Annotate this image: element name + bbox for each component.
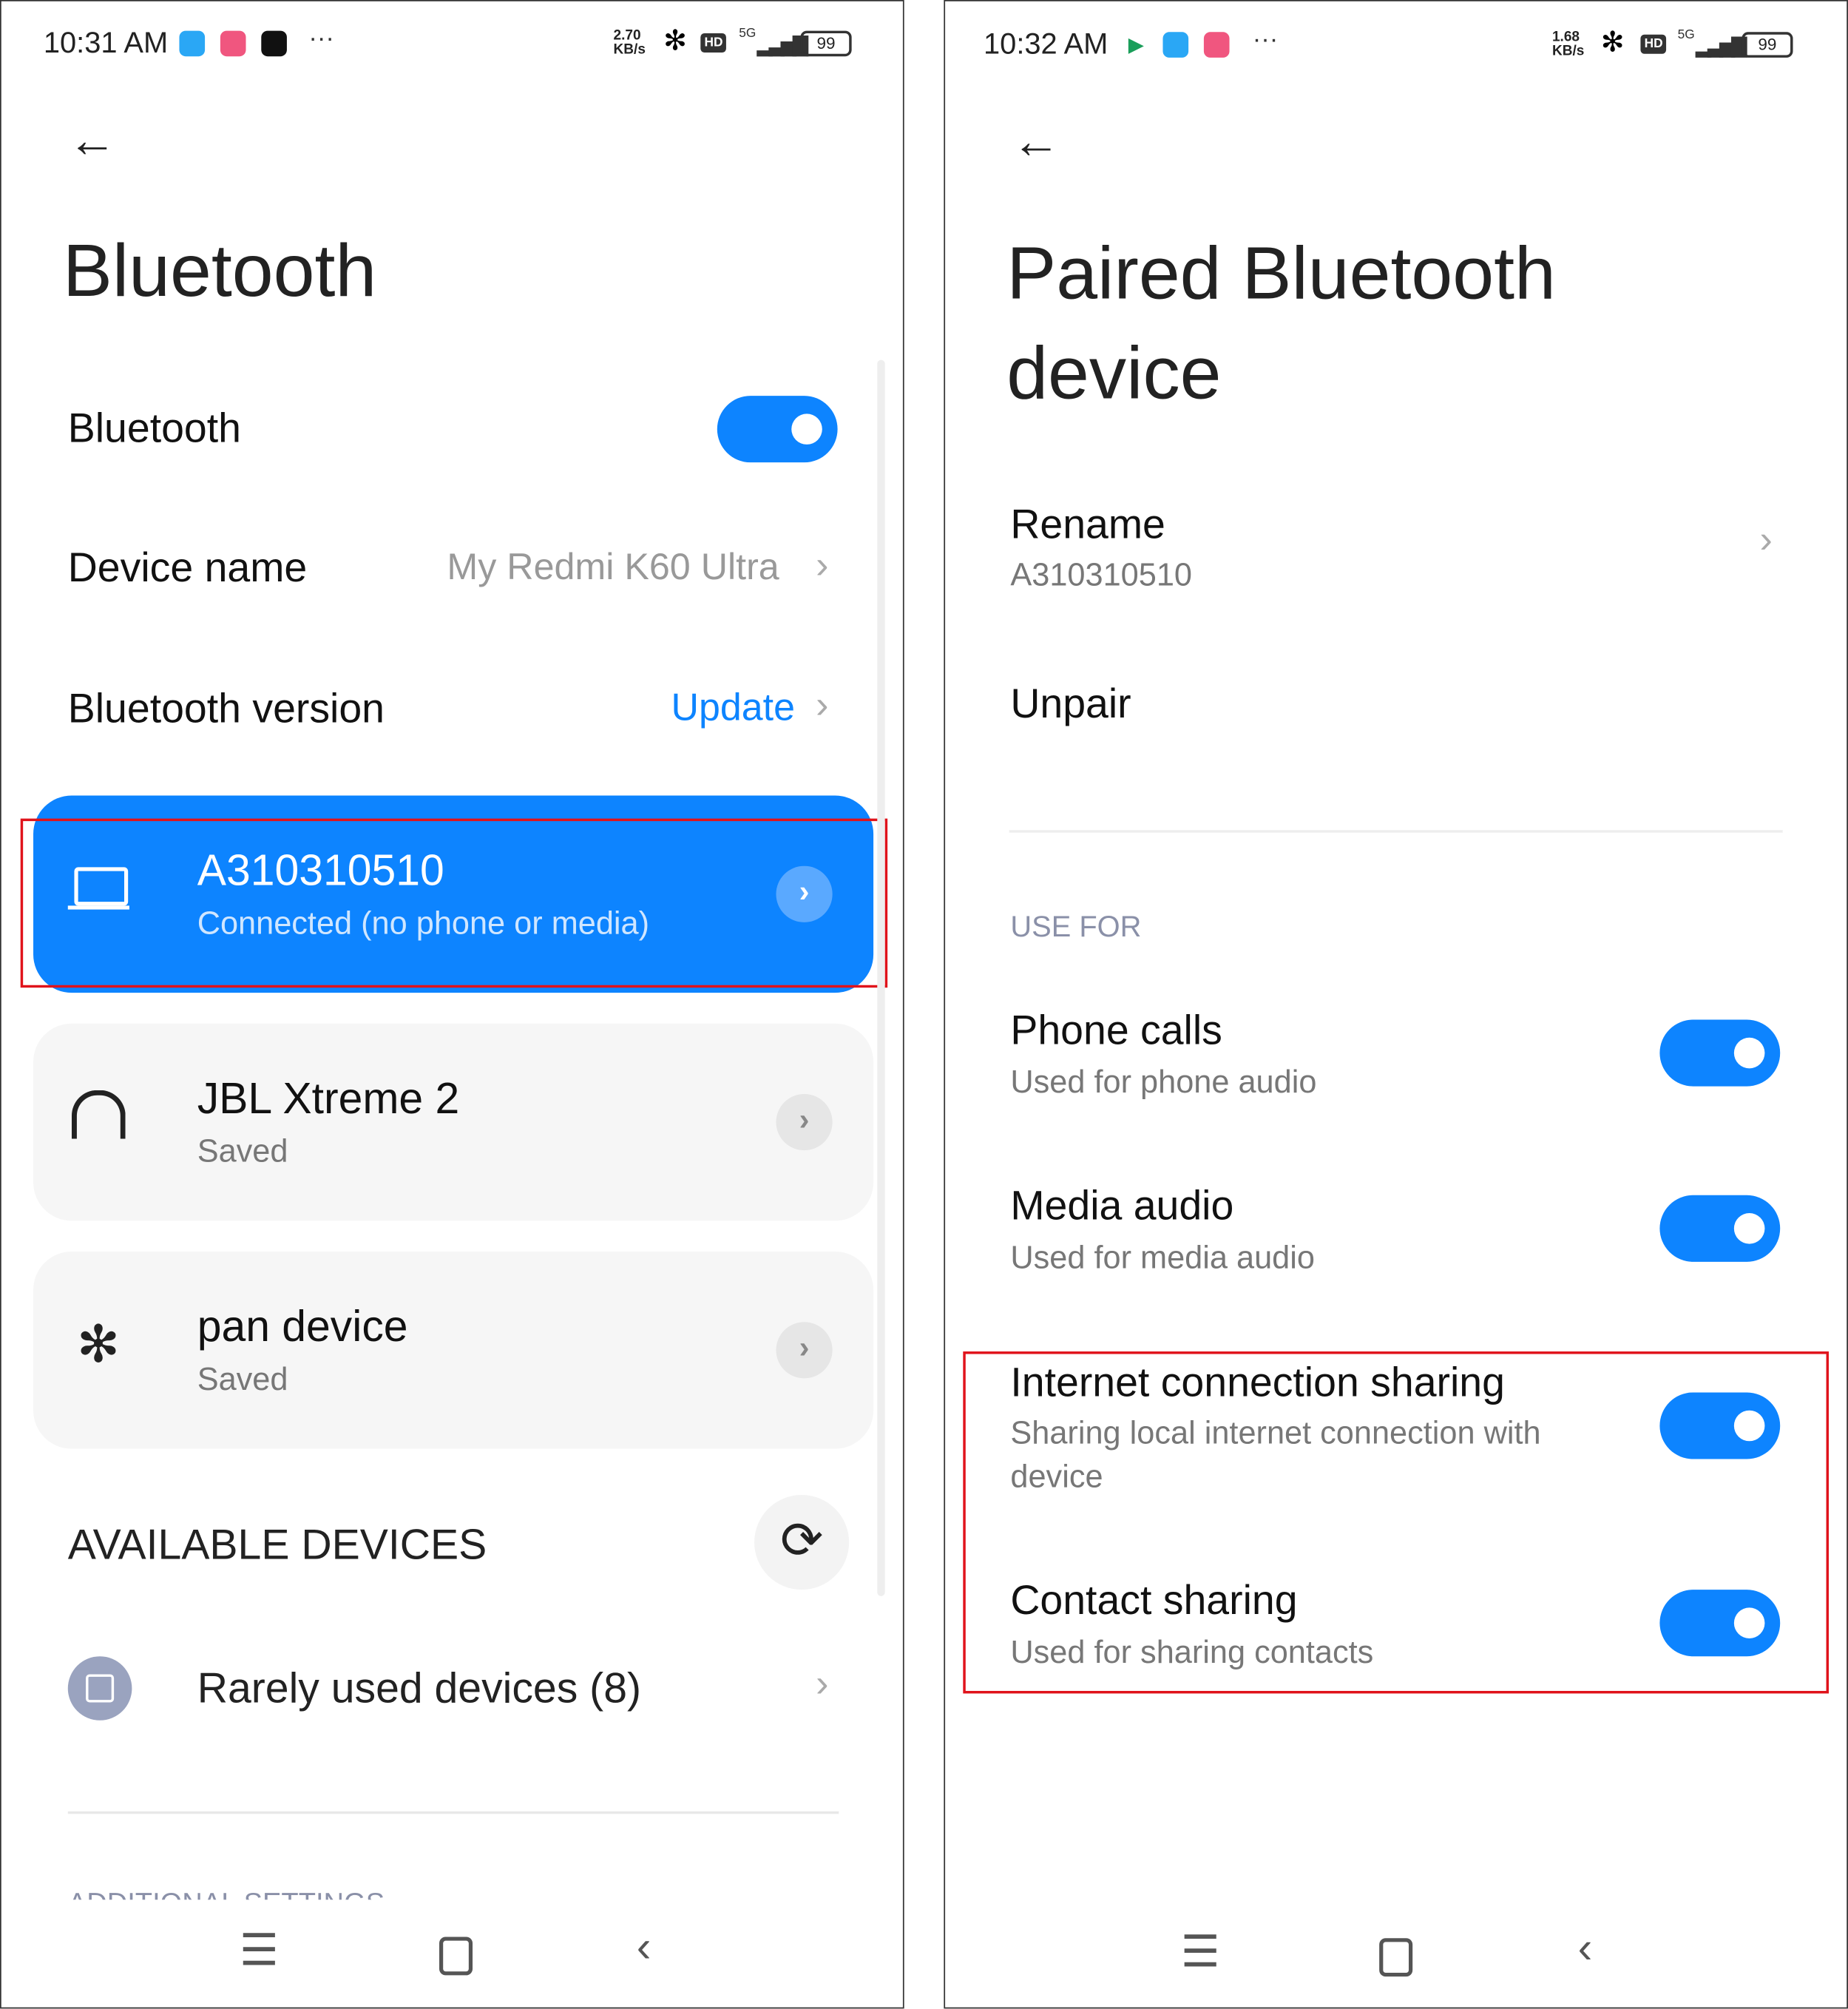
menu-nav-button[interactable]: ☰ <box>239 1926 279 1976</box>
device-card-a310310510[interactable]: A310310510 Connected (no phone or media)… <box>33 795 874 993</box>
laptop-icon <box>74 867 129 906</box>
chevron-right-icon: › <box>1759 519 1773 561</box>
bluetooth-toggle-label: Bluetooth <box>67 405 241 451</box>
home-nav-button[interactable] <box>439 1937 473 1976</box>
internet-sharing-desc: Sharing local internet connection with <box>1010 1415 1541 1452</box>
phone-calls-label: Phone calls <box>1010 1007 1222 1053</box>
device-name: pan device <box>197 1303 408 1352</box>
cloud-icon <box>1162 32 1189 58</box>
device-status: Connected (no phone or media) <box>197 905 650 942</box>
device-details-button[interactable]: › <box>776 1322 833 1379</box>
bluetooth-status-icon: ✻ <box>663 24 688 57</box>
page-title: Bluetooth <box>62 229 377 313</box>
home-nav-button[interactable] <box>1379 1938 1413 1977</box>
device-status: Saved <box>197 1361 288 1398</box>
refresh-button[interactable]: ⟳ <box>754 1495 850 1590</box>
back-button[interactable]: ← <box>1012 115 1060 169</box>
bilibili-icon <box>220 30 246 57</box>
device-name: A310310510 <box>197 846 444 896</box>
device-name: JBL Xtreme 2 <box>197 1074 460 1124</box>
title-line: Paired Bluetooth <box>1006 232 1556 316</box>
back-button[interactable]: ← <box>67 114 117 168</box>
signal-icon: ▂▃▅▇ <box>1695 36 1747 58</box>
hd-icon: HD <box>700 33 727 53</box>
tiktok-icon <box>261 30 287 57</box>
device-status: Saved <box>197 1133 288 1170</box>
highlight-box <box>20 818 888 988</box>
back-nav-button[interactable]: ‹ <box>1577 1924 1593 1973</box>
back-nav-button[interactable]: ‹ <box>636 1922 651 1972</box>
device-card-jbl-xtreme-2[interactable]: JBL Xtreme 2 Saved › <box>33 1023 874 1221</box>
internet-sharing-label: Internet connection sharing <box>1010 1359 1505 1405</box>
menu-nav-button[interactable]: ☰ <box>1180 1928 1220 1977</box>
battery-indicator: 99 <box>1742 32 1793 58</box>
chevron-right-icon: › <box>816 1662 829 1706</box>
hd-icon: HD <box>1640 34 1667 54</box>
cloud-icon <box>179 30 206 57</box>
chevron-right-icon: › <box>816 683 829 726</box>
phone-calls-toggle[interactable] <box>1659 1019 1781 1087</box>
contact-sharing-toggle[interactable] <box>1659 1590 1781 1657</box>
media-audio-desc: Used for media audio <box>1010 1240 1315 1276</box>
signal-icon: ▂▃▅▇ <box>757 34 808 57</box>
bluetooth-version-label: Bluetooth version <box>67 685 385 732</box>
use-for-header: USE FOR <box>1010 909 1142 943</box>
rename-value: A310310510 <box>1010 557 1192 593</box>
scrollbar[interactable] <box>877 359 885 1596</box>
chevron-right-icon: › <box>816 544 829 587</box>
highlight-box <box>963 1351 1830 1694</box>
internet-sharing-desc: device <box>1010 1459 1103 1496</box>
title-line: device <box>1006 331 1222 416</box>
rarely-used-devices-icon <box>67 1656 132 1721</box>
unpair-button[interactable]: Unpair <box>1010 680 1131 726</box>
rarely-used-devices-item[interactable]: Rarely used devices (8) <box>197 1664 642 1712</box>
bilibili-icon <box>1203 32 1230 58</box>
status-time: 10:32 AM <box>984 27 1109 61</box>
divider <box>1009 830 1783 833</box>
update-link[interactable]: Update <box>671 686 796 729</box>
rename-label: Rename <box>1010 501 1165 547</box>
device-name-value[interactable]: My Redmi K60 Ultra <box>447 547 779 588</box>
additional-settings-header: ADDITIONAL SETTINGS <box>68 1887 385 1900</box>
device-card-pan-device[interactable]: ✻ pan device Saved › <box>33 1251 874 1449</box>
bluetooth-icon: ✻ <box>76 1317 120 1374</box>
device-details-button[interactable]: › <box>776 1093 833 1151</box>
battery-indicator: 99 <box>800 30 852 57</box>
more-notifications-icon: ··· <box>308 24 334 53</box>
play-store-icon: ▶ <box>1128 34 1145 57</box>
network-type: 5G <box>739 27 757 41</box>
bluetooth-status-icon: ✻ <box>1600 25 1625 58</box>
device-details-button[interactable]: › <box>776 865 833 922</box>
internet-sharing-toggle[interactable] <box>1659 1392 1781 1459</box>
rename-item[interactable]: Rename A310310510 › <box>945 488 1847 616</box>
phone-calls-desc: Used for phone audio <box>1010 1064 1317 1101</box>
available-devices-header: AVAILABLE DEVICES <box>67 1520 487 1568</box>
media-audio-label: Media audio <box>1010 1182 1234 1229</box>
page-title: Paired Bluetooth device <box>1006 224 1556 424</box>
contact-sharing-label: Contact sharing <box>1010 1576 1298 1624</box>
status-time: 10:31 AM <box>43 25 169 59</box>
headphones-icon <box>71 1090 126 1139</box>
contact-sharing-desc: Used for sharing contacts <box>1010 1634 1374 1671</box>
more-notifications-icon: ··· <box>1252 25 1279 54</box>
bluetooth-toggle[interactable] <box>717 396 838 463</box>
device-name-label: Device name <box>67 544 308 591</box>
divider <box>67 1811 839 1814</box>
network-type: 5G <box>1677 28 1695 43</box>
media-audio-toggle[interactable] <box>1659 1195 1781 1262</box>
